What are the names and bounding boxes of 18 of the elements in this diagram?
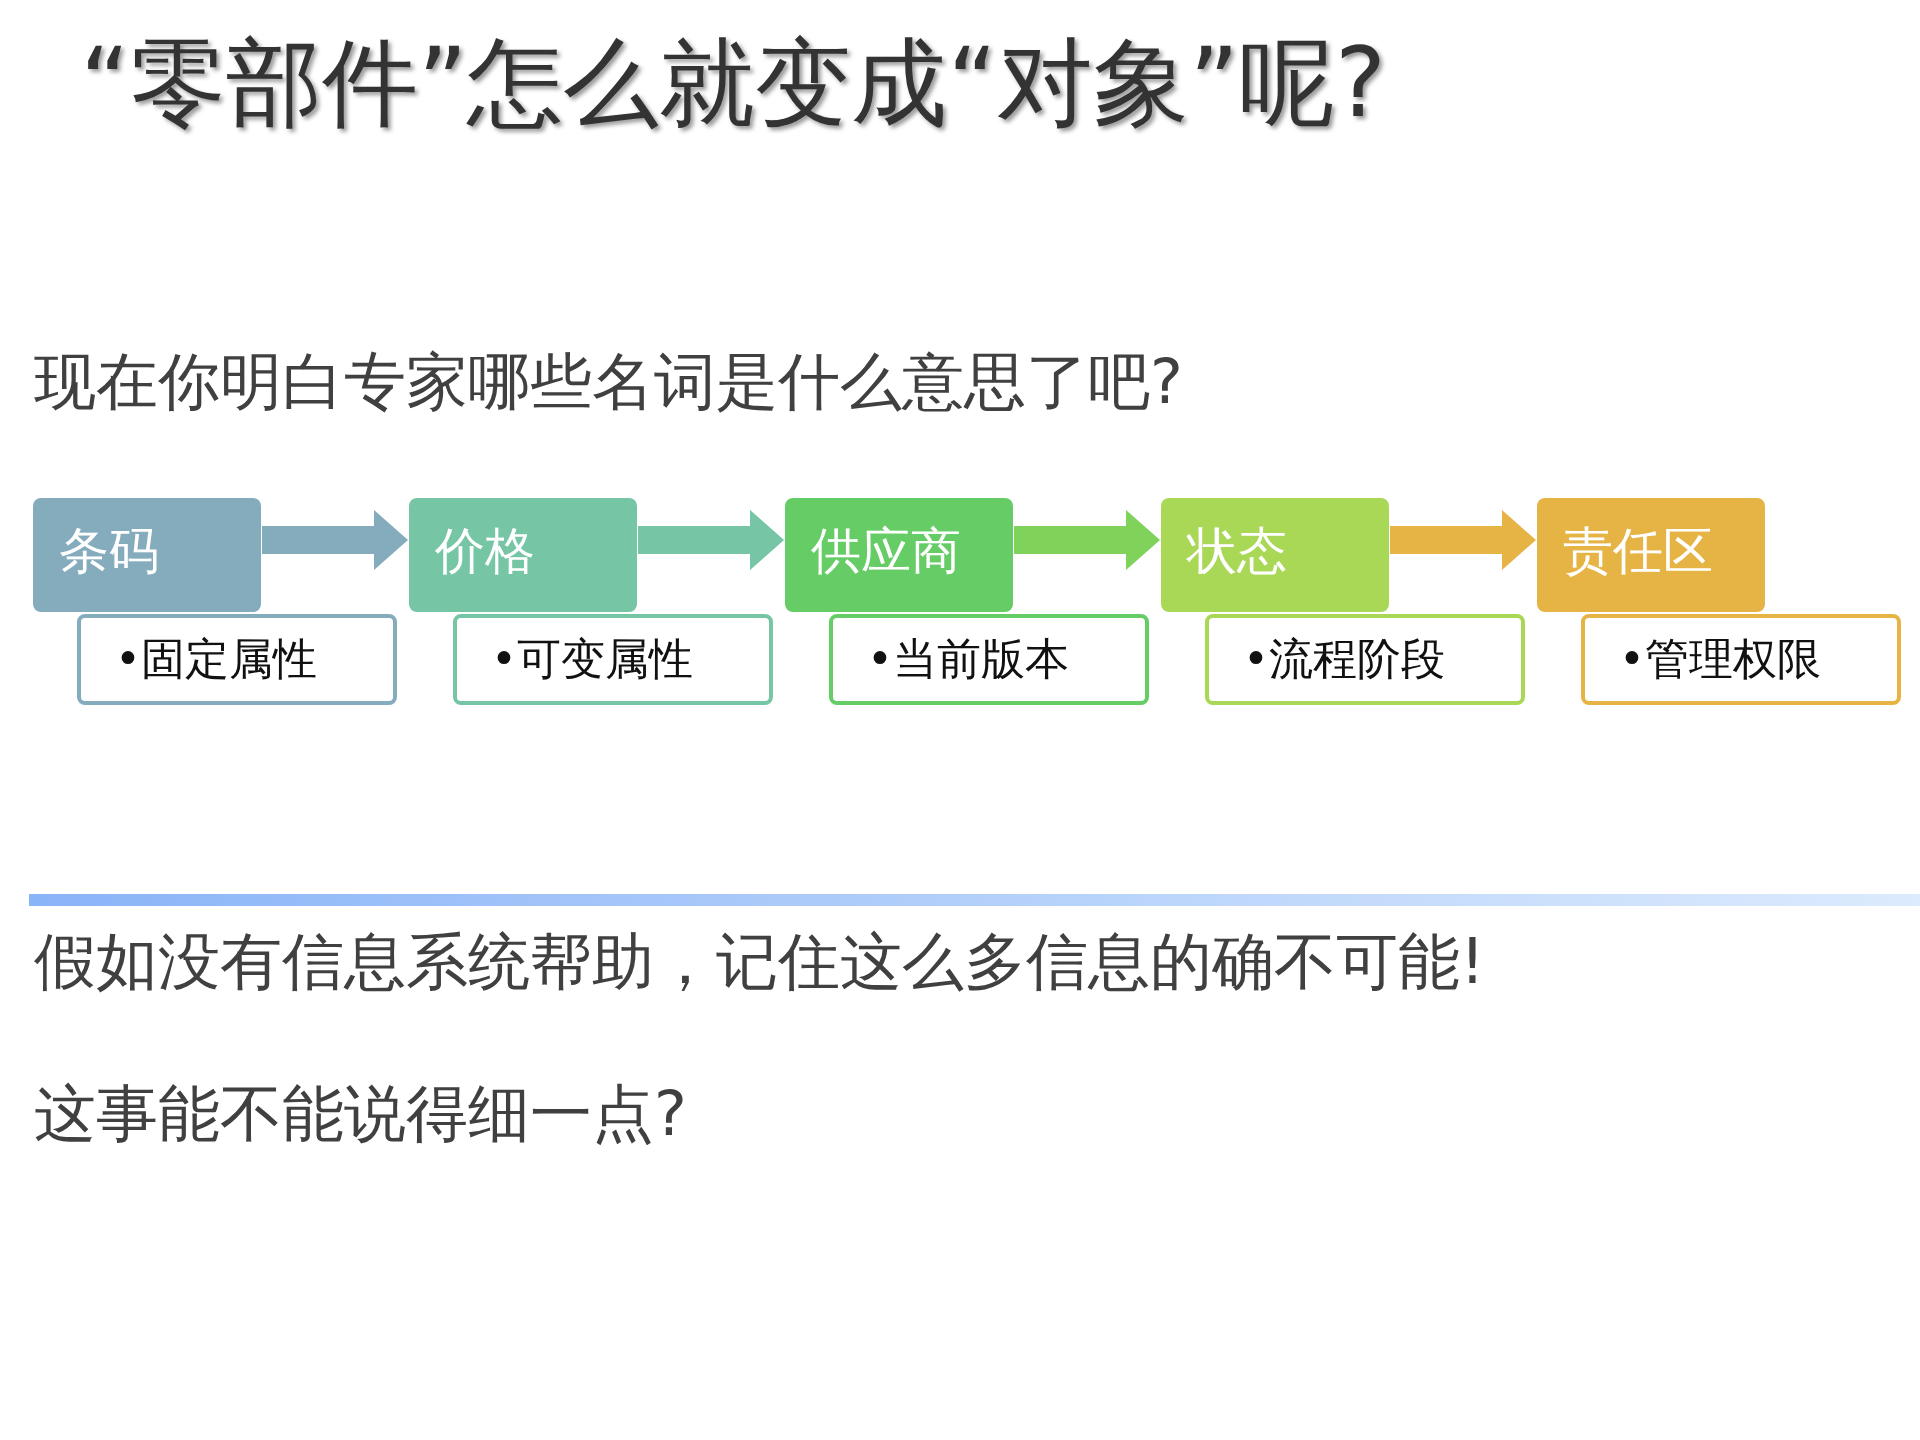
arrow (1014, 510, 1160, 570)
category-box: 条码 (33, 498, 261, 612)
arrow (1390, 510, 1536, 570)
body-text: 现在你明白专家哪些名词是什么意思了吧? (34, 344, 1183, 420)
category-box: 价格 (409, 498, 637, 612)
detail-box: •固定属性 (77, 614, 397, 705)
body-text: 这事能不能说得细一点? (34, 1076, 687, 1152)
detail-box: •管理权限 (1581, 614, 1901, 705)
category-box: 责任区 (1537, 498, 1765, 612)
category-box: 供应商 (785, 498, 1013, 612)
slide-title: “零部件”怎么就变成“对象”呢? (80, 26, 1386, 141)
arrow (638, 510, 784, 570)
detail-box: •当前版本 (829, 614, 1149, 705)
detail-box: •流程阶段 (1205, 614, 1525, 705)
body-text: 假如没有信息系统帮助，记住这么多信息的确不可能! (34, 924, 1485, 1000)
detail-box: •可变属性 (453, 614, 773, 705)
arrow (262, 510, 408, 570)
category-box: 状态 (1161, 498, 1389, 612)
